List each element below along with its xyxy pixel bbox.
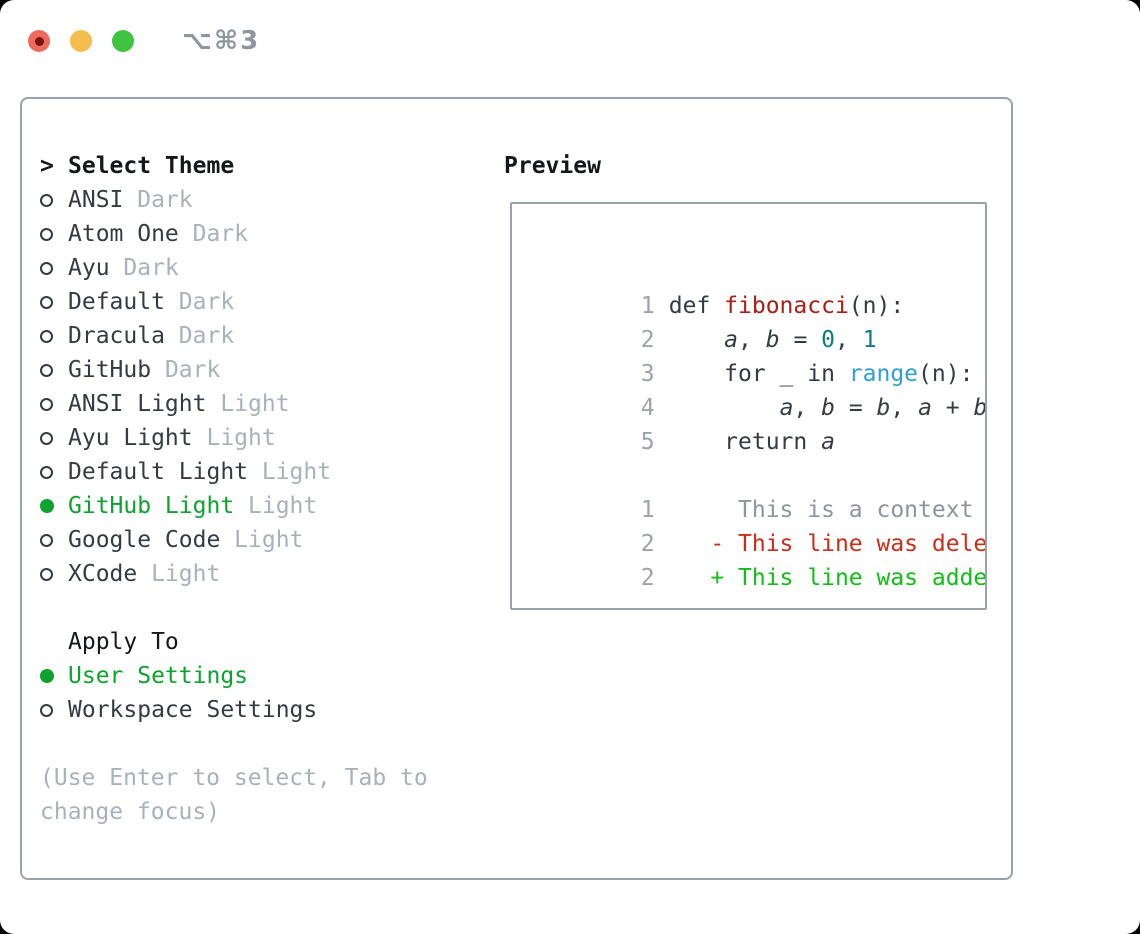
theme-option-github-light[interactable]: GitHub Light Light: [40, 489, 460, 523]
theme-variant-label: Dark: [123, 255, 179, 281]
radio-selected-icon: [40, 669, 68, 683]
theme-name: Google Code: [68, 527, 221, 553]
radio-icon: [40, 533, 68, 547]
line-number: 2: [640, 327, 655, 353]
theme-name: Default: [68, 289, 165, 315]
line-number: 2: [640, 531, 655, 557]
theme-selector-column: > Select Theme ANSI Dark Atom One Dark A…: [40, 149, 460, 829]
theme-variant-label: Light: [206, 425, 276, 451]
radio-icon: [40, 227, 68, 241]
apply-to-header: Apply To: [40, 625, 460, 659]
line-number: 5: [640, 429, 655, 455]
diff-added-line: 2 + This line was added.: [530, 527, 985, 591]
radio-selected-icon: [40, 499, 68, 513]
theme-option-github-dark[interactable]: GitHub Dark: [40, 353, 460, 387]
code-line: 3 for _ in range(n):: [530, 323, 985, 387]
theme-variant-label: Dark: [137, 187, 193, 213]
code-line: 4 a, b = b, a + b: [530, 357, 985, 421]
line-number: 1: [640, 497, 655, 523]
titlebar: ⌥⌘3: [28, 26, 260, 56]
theme-option-ayu-light[interactable]: Ayu Light Light: [40, 421, 460, 455]
theme-name: ANSI: [68, 187, 124, 213]
apply-to-header-label: Apply To: [68, 629, 179, 655]
radio-icon: [40, 295, 68, 309]
usage-hint: (Use Enter to select, Tab to change focu…: [40, 765, 428, 825]
theme-name: Dracula: [68, 323, 165, 349]
theme-name: Atom One: [68, 221, 179, 247]
theme-option-ansi-light[interactable]: ANSI Light Light: [40, 387, 460, 421]
radio-icon: [40, 465, 68, 479]
select-theme-header: > Select Theme: [40, 149, 460, 183]
maximize-button[interactable]: [112, 30, 134, 52]
radio-icon: [40, 363, 68, 377]
theme-variant-label: Light: [248, 493, 318, 519]
radio-icon: [40, 193, 68, 207]
theme-variant-label: Light: [234, 527, 304, 553]
theme-option-ayu-dark[interactable]: Ayu Dark: [40, 251, 460, 285]
radio-icon: [40, 329, 68, 343]
minimize-button[interactable]: [70, 30, 92, 52]
theme-variant-label: Dark: [192, 221, 249, 247]
radio-icon: [40, 261, 68, 275]
theme-name: GitHub: [68, 357, 152, 383]
theme-name: XCode: [68, 561, 138, 587]
close-dot-icon: [34, 36, 44, 46]
code-line: 5 return a: [530, 391, 985, 455]
radio-icon: [40, 431, 68, 445]
theme-name: GitHub Light: [68, 493, 235, 519]
line-number: 3: [640, 361, 655, 387]
line-number: 1: [640, 293, 655, 319]
radio-icon: [40, 567, 68, 581]
preview-title: Preview: [504, 153, 601, 179]
theme-option-default-dark[interactable]: Default Dark: [40, 285, 460, 319]
theme-variant-label: Light: [151, 561, 221, 587]
close-button[interactable]: [28, 30, 50, 52]
theme-variant-label: Dark: [178, 323, 235, 349]
window-title: ⌥⌘3: [182, 26, 261, 56]
theme-option-ansi-dark[interactable]: ANSI Dark: [40, 183, 460, 217]
theme-option-default-light[interactable]: Default Light Light: [40, 455, 460, 489]
theme-variant-label: Dark: [164, 357, 221, 383]
theme-option-xcode[interactable]: XCode Light: [40, 557, 460, 591]
apply-option-workspace-settings[interactable]: Workspace Settings: [40, 693, 460, 727]
theme-option-google-code[interactable]: Google Code Light: [40, 523, 460, 557]
diff-context-line: 1 This is a context line.: [530, 459, 985, 523]
theme-variant-label: Light: [220, 391, 290, 417]
radio-icon: [40, 703, 68, 717]
select-theme-header-label: Select Theme: [68, 153, 235, 179]
diff-deleted-line: 2 - This line was deleted.: [530, 493, 985, 557]
theme-name: Ayu: [68, 255, 110, 281]
code-line: 2 a, b = 0, 1: [530, 289, 985, 353]
line-number: 2: [640, 565, 655, 591]
apply-option-user-settings[interactable]: User Settings: [40, 659, 460, 693]
theme-name: Ayu Light: [68, 425, 193, 451]
theme-option-atom-one-dark[interactable]: Atom One Dark: [40, 217, 460, 251]
theme-variant-label: Light: [261, 459, 332, 485]
theme-variant-label: Dark: [178, 289, 235, 315]
theme-selector-panel: > Select Theme ANSI Dark Atom One Dark A…: [20, 97, 1013, 880]
radio-icon: [40, 397, 68, 411]
theme-name: Default Light: [68, 459, 249, 485]
prompt-icon: >: [40, 153, 54, 179]
line-number: 4: [640, 395, 655, 421]
apply-option-label: User Settings: [68, 663, 249, 689]
theme-option-dracula-dark[interactable]: Dracula Dark: [40, 319, 460, 353]
theme-name: ANSI Light: [68, 391, 207, 417]
apply-option-label: Workspace Settings: [68, 697, 318, 723]
